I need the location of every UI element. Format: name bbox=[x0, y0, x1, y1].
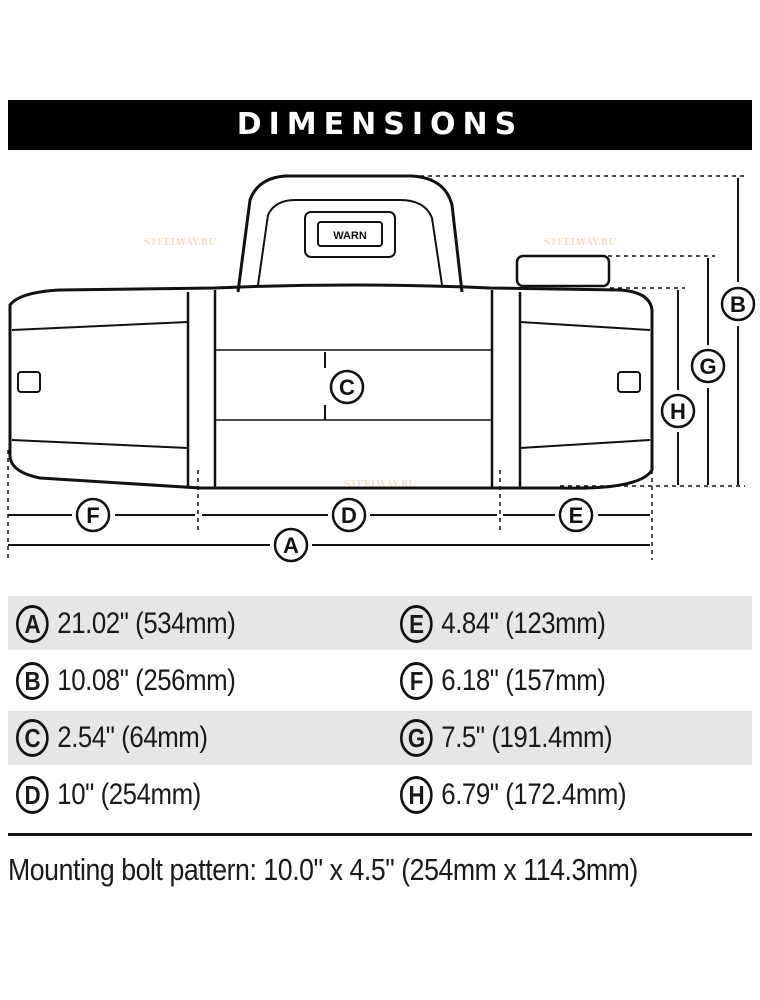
page-title: DIMENSIONS bbox=[236, 107, 524, 142]
letter-badge: H bbox=[400, 776, 433, 814]
svg-text:H: H bbox=[670, 399, 686, 424]
warn-logo bbox=[317, 221, 383, 247]
letter-badge: A bbox=[16, 605, 49, 643]
title-bar: DIMENSIONS bbox=[8, 100, 752, 150]
svg-text:B: B bbox=[730, 292, 746, 317]
winch-diagram: WARN F D E A C B G H bbox=[7, 174, 756, 563]
warn-logo-text: WARN bbox=[333, 230, 367, 242]
label-f: F bbox=[75, 497, 111, 533]
label-c: C bbox=[329, 369, 365, 405]
label-d: D bbox=[331, 497, 367, 533]
mounting-bolt-pattern: Mounting bolt pattern: 10.0" x 4.5" (254… bbox=[8, 852, 638, 887]
dimension-value: 4.84" (123mm) bbox=[441, 607, 606, 640]
svg-text:G: G bbox=[699, 354, 716, 379]
svg-text:A: A bbox=[283, 533, 299, 558]
label-h: H bbox=[660, 393, 696, 429]
watermark: STEELWAY.RU bbox=[543, 238, 617, 248]
svg-text:E: E bbox=[569, 503, 584, 528]
label-e: E bbox=[558, 497, 594, 533]
svg-text:F: F bbox=[86, 503, 99, 528]
remote-socket bbox=[515, 254, 611, 288]
dimension-value: 21.02" (534mm) bbox=[57, 607, 236, 640]
dimension-value: 2.54" (64mm) bbox=[57, 721, 208, 754]
dimension-value: 6.79" (172.4mm) bbox=[441, 778, 627, 811]
letter-badge: F bbox=[400, 662, 433, 700]
label-a: A bbox=[273, 527, 309, 563]
winch-body bbox=[8, 283, 654, 490]
winch-outline bbox=[8, 174, 654, 490]
label-b: B bbox=[720, 286, 756, 322]
letter-badge: C bbox=[16, 719, 49, 757]
divider bbox=[8, 833, 752, 836]
dimension-value: 7.5" (191.4mm) bbox=[441, 721, 613, 754]
dimension-value: 6.18" (157mm) bbox=[441, 664, 606, 697]
svg-text:C: C bbox=[339, 375, 355, 400]
row-band bbox=[8, 711, 752, 765]
dimension-value: 10" (254mm) bbox=[57, 778, 201, 811]
letter-badge: D bbox=[16, 776, 49, 814]
label-g: G bbox=[690, 348, 726, 384]
letter-badge: B bbox=[16, 662, 49, 700]
dimension-lines bbox=[7, 175, 745, 560]
row-band bbox=[8, 596, 752, 650]
dimension-value: 10.08" (256mm) bbox=[57, 664, 236, 697]
control-pack bbox=[236, 174, 464, 293]
letter-badge: E bbox=[400, 605, 433, 643]
svg-text:D: D bbox=[341, 503, 357, 528]
watermark: STEELWAY.RU bbox=[143, 238, 217, 248]
letter-badge: G bbox=[400, 719, 433, 757]
watermark: STEELWAY.RU bbox=[343, 480, 417, 490]
